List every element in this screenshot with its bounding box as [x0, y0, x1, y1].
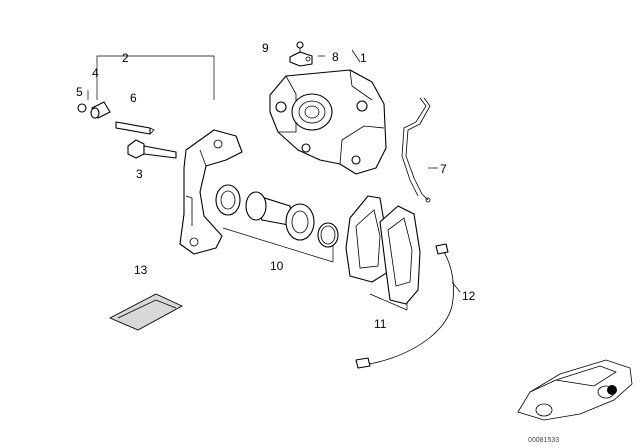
caliper-carrier: [179, 129, 243, 255]
callout-3: 3: [136, 167, 143, 181]
callout-5: 5: [76, 85, 83, 99]
brake-wear-sensor: [355, 243, 454, 369]
guide-bolt-set: [77, 101, 155, 135]
diagram-code: 00081533: [528, 437, 559, 444]
callout-4: 4: [92, 66, 99, 80]
callout-7: 7: [440, 162, 447, 176]
callout-13: 13: [134, 263, 148, 277]
callout-1: 1: [360, 51, 367, 65]
location-marker-icon: [607, 385, 617, 395]
leader-lines: [87, 49, 461, 311]
callout-6: 6: [130, 91, 137, 105]
anti-rattle-spring: [401, 97, 431, 203]
callout-8: 8: [332, 50, 339, 64]
callout-labels: 1 2 3 4 5 6 7 8 9 10 11 12 13: [76, 41, 476, 331]
piston-repair-kit: [215, 184, 339, 248]
vehicle-locator-thumbnail: [517, 359, 633, 421]
brake-pad-set: [345, 195, 421, 305]
hex-bolt: [127, 139, 177, 159]
grease-packet: [108, 293, 184, 331]
callout-12: 12: [462, 289, 476, 303]
callout-2: 2: [122, 51, 129, 65]
callout-9: 9: [262, 41, 269, 55]
callout-11: 11: [374, 317, 387, 331]
caliper-housing: [269, 69, 387, 175]
callout-10: 10: [270, 259, 284, 273]
bleeder-screw: [289, 41, 313, 67]
